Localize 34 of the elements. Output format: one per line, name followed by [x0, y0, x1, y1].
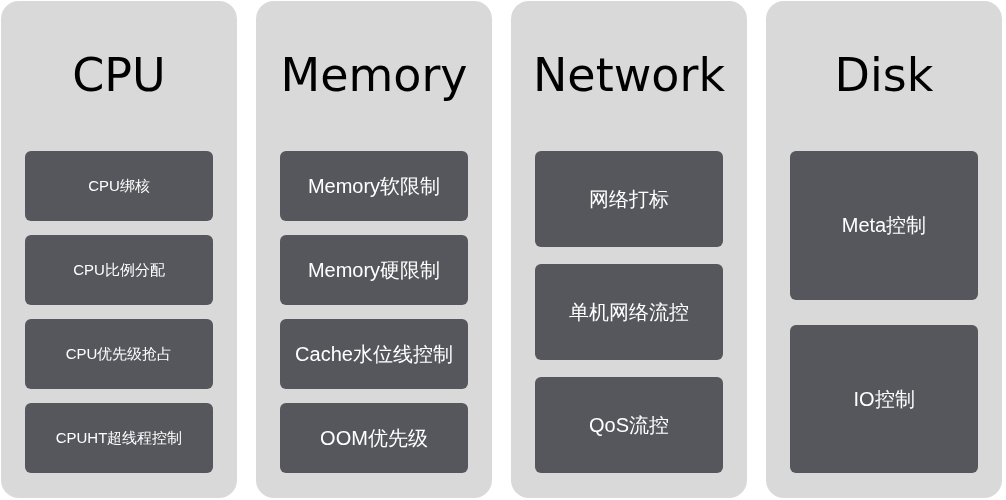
panel-title: Disk	[834, 47, 934, 103]
feature-label: Memory硬限制	[307, 258, 441, 283]
category-panel	[256, 1, 492, 498]
panel-title: CPU	[72, 47, 166, 103]
panel-title: Memory	[280, 47, 468, 103]
feature-label: CPUHT超线程控制	[55, 427, 183, 448]
feature-box	[280, 235, 468, 305]
feature-box	[790, 151, 978, 300]
feature-box	[535, 377, 723, 473]
feature-box	[280, 403, 468, 473]
panel-title: Network	[532, 47, 726, 103]
feature-label: Memory软限制	[307, 174, 441, 199]
feature-label: Cache水位线控制	[295, 342, 453, 367]
category-panel	[766, 1, 1002, 498]
category-panel	[511, 1, 747, 498]
feature-box	[790, 324, 978, 473]
feature-label: Meta控制	[841, 213, 927, 239]
feature-label: CPU比例分配	[73, 259, 165, 280]
category-panel	[1, 1, 237, 498]
feature-label: CPU优先级抢占	[65, 343, 173, 364]
feature-box	[25, 151, 213, 221]
feature-box	[25, 403, 213, 473]
feature-label: 网络打标	[589, 187, 669, 212]
feature-label: 单机网络流控	[569, 300, 689, 325]
feature-label: QoS流控	[589, 413, 669, 438]
feature-label: IO控制	[853, 386, 915, 412]
feature-label: OOM优先级	[320, 426, 428, 451]
feature-box	[25, 319, 213, 389]
feature-label: CPU绑核	[88, 175, 150, 196]
feature-box	[280, 319, 468, 389]
feature-box	[280, 151, 468, 221]
feature-box	[535, 151, 723, 247]
feature-box	[25, 235, 213, 305]
feature-box	[535, 264, 723, 360]
